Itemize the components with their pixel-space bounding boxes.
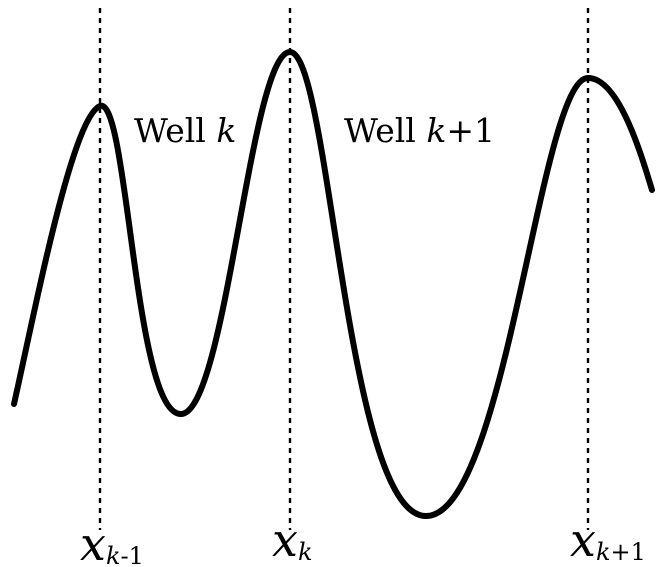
well-k-plus-1-prefix: Well	[344, 111, 426, 150]
axis-label-x-k-plus-1: xk+1	[570, 513, 646, 567]
well-k-var: k	[216, 111, 236, 150]
axis-label-x-k-minus-1-sub: k-1	[106, 542, 144, 567]
axis-label-x-k-minus-1-base: x	[80, 517, 106, 567]
axis-label-x-k-plus-1-base: x	[570, 513, 596, 567]
axis-label-x-k-base: x	[272, 513, 298, 567]
well-k-plus-1-suffix: +1	[446, 111, 495, 150]
axis-label-x-k: xk	[272, 513, 313, 567]
well-k-plus-1-label: Well k+1	[344, 111, 495, 150]
axis-label-x-k-sub: k	[298, 538, 313, 566]
potential-curve	[11, 49, 655, 519]
axis-label-x-k-plus-1-sub: k+1	[596, 538, 646, 566]
well-k-label: Well k	[134, 111, 236, 150]
well-k-plus-1-var: k	[426, 111, 446, 150]
well-k-prefix: Well	[134, 111, 216, 150]
axis-label-x-k-minus-1: xk-1	[80, 517, 144, 567]
